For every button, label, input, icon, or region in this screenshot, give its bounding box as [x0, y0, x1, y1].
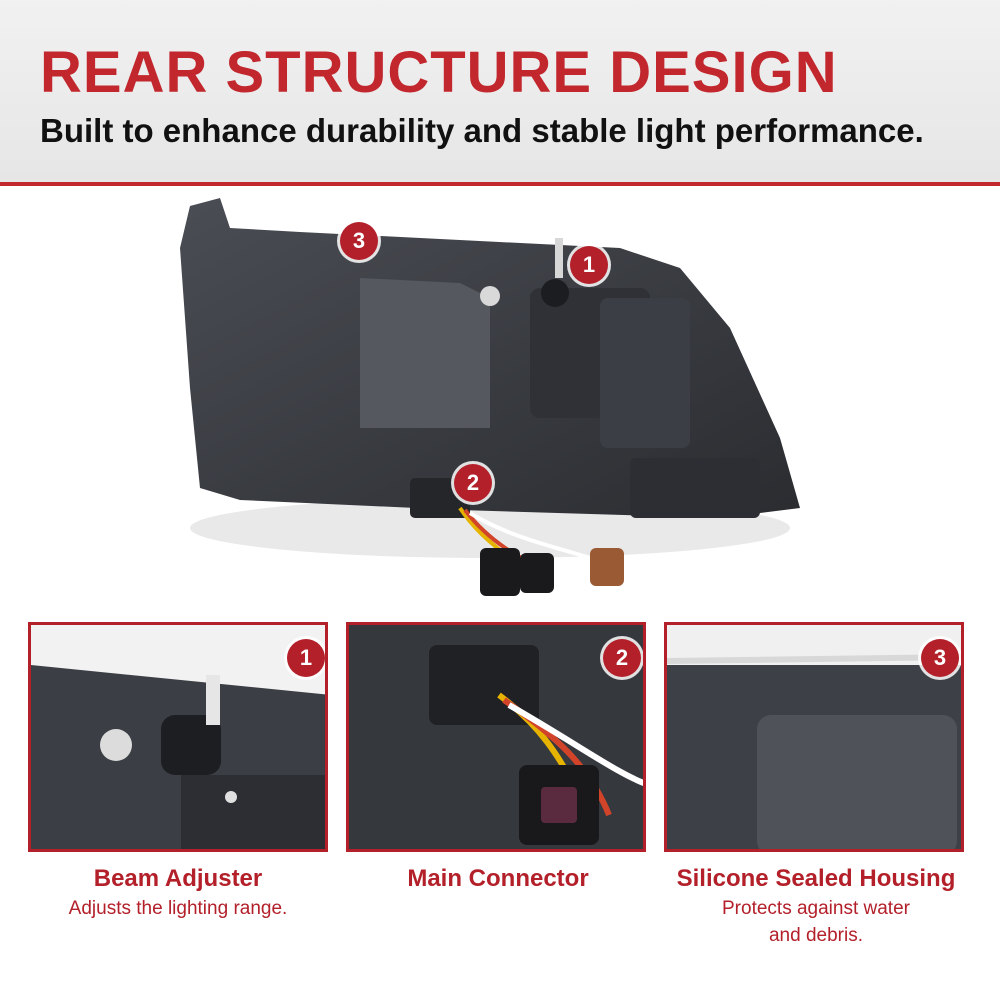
panel-badge-1: 1	[287, 639, 325, 677]
headlight-rear-image: 3 1 2	[160, 188, 800, 608]
caption-silicone-sealed: Silicone Sealed Housing Protects against…	[656, 865, 976, 950]
panel-badge-3: 3	[921, 639, 959, 677]
detail-panel-main-connector: 2	[346, 622, 646, 852]
page-title: REAR STRUCTURE DESIGN	[40, 40, 838, 105]
hero-badge-2: 2	[454, 464, 492, 502]
feature-description: Adjusts the lighting range.	[68, 898, 288, 920]
feature-title: Beam Adjuster	[93, 865, 263, 892]
hero-badge-3: 3	[340, 222, 378, 260]
page-subtitle: Built to enhance durability and stable l…	[40, 112, 924, 149]
beam-adjuster-closeup	[31, 625, 325, 849]
detail-panel-silicone-sealed: 3	[664, 622, 964, 852]
feature-description-line1: Protects against water	[722, 898, 910, 920]
feature-description: Protects against water and debris.	[656, 896, 976, 949]
main-connector-closeup	[349, 625, 643, 849]
panel-badge-2: 2	[603, 639, 641, 677]
detail-panel-beam-adjuster: 1	[28, 622, 328, 852]
silicone-seal-closeup	[667, 625, 961, 849]
caption-beam-adjuster: Beam Adjuster Adjusts the lighting range…	[18, 865, 338, 923]
caption-main-connector: Main Connector	[338, 865, 658, 892]
headlight-housing-illustration	[180, 198, 800, 596]
hero-badge-1: 1	[570, 246, 608, 284]
header-band	[0, 0, 1000, 182]
feature-title: Silicone Sealed Housing	[676, 865, 956, 892]
feature-description-line2: and debris.	[768, 924, 863, 946]
feature-title: Main Connector	[407, 865, 589, 892]
header-divider	[0, 182, 1000, 186]
